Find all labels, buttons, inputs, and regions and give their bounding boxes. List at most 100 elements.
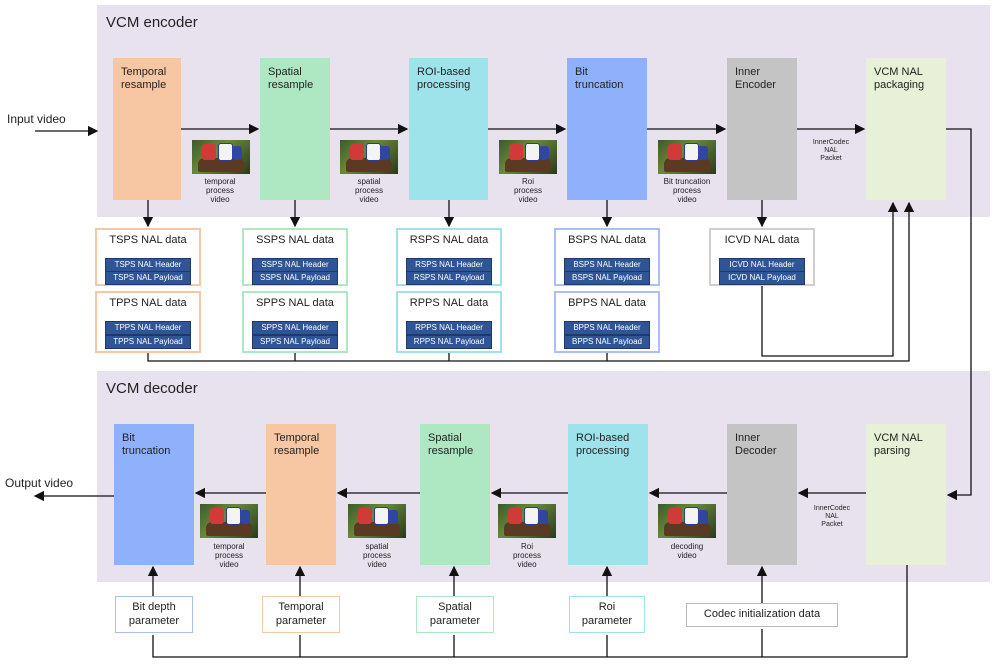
nal-data-title: TSPS NAL data bbox=[109, 234, 187, 246]
nal-payload-row: BSPS NAL Payload bbox=[564, 271, 650, 285]
enc-block-line2: resample bbox=[121, 79, 167, 91]
packet-line: NAL bbox=[824, 147, 838, 154]
caption-line: video bbox=[677, 195, 697, 204]
output-video-label: Output video bbox=[5, 476, 74, 490]
enc-caption-temporal: temporal process video bbox=[185, 177, 255, 204]
caption-line: process bbox=[362, 551, 391, 560]
caption-line: video bbox=[517, 560, 537, 569]
dec-caption-roi: Roi process video bbox=[492, 542, 562, 569]
enc-block-line1: Bit bbox=[575, 66, 588, 78]
horse-race-thumbnail-icon bbox=[499, 140, 557, 174]
nal-data-box-tpps: TPPS NAL data TPPS NAL Header TPPS NAL P… bbox=[95, 291, 201, 353]
param-line1: Codec initialization data bbox=[703, 608, 821, 620]
dec-block-line2: processing bbox=[576, 445, 630, 457]
param-line2: parameter bbox=[429, 615, 481, 627]
dec-block-line1: ROI-based bbox=[576, 432, 630, 444]
dec-spatial-resample-block: Spatial resample bbox=[420, 424, 490, 565]
packet-line: NAL bbox=[825, 513, 839, 520]
nal-payload-row: RPPS NAL Payload bbox=[406, 335, 492, 349]
nal-payload-row: SPPS NAL Payload bbox=[252, 335, 338, 349]
caption-line: video bbox=[359, 195, 379, 204]
dec-caption-temporal: temporal process video bbox=[194, 542, 264, 569]
caption-line: Roi bbox=[521, 177, 534, 186]
param-line1: Temporal bbox=[278, 601, 324, 613]
horse-race-thumbnail-icon bbox=[348, 504, 406, 538]
dec-block-line2: resample bbox=[274, 445, 320, 457]
enc-caption-bit: Bit truncation process video bbox=[652, 177, 722, 204]
param-line1: Bit depth bbox=[132, 601, 176, 613]
caption-line: process bbox=[205, 186, 234, 195]
caption-line: video bbox=[518, 195, 538, 204]
enc-block-line1: VCM NAL bbox=[874, 66, 923, 78]
nal-payload-row: BPPS NAL Payload bbox=[564, 335, 650, 349]
nal-data-box-tsps: TSPS NAL data TSPS NAL Header TSPS NAL P… bbox=[95, 228, 201, 286]
encoder-panel bbox=[97, 5, 990, 217]
caption-line: decoding bbox=[670, 542, 704, 551]
dec-block-line2: Decoder bbox=[735, 445, 777, 457]
param-line1: Spatial bbox=[438, 601, 472, 613]
horse-race-thumbnail-icon bbox=[192, 140, 250, 174]
nal-data-title: RPPS NAL data bbox=[409, 297, 489, 309]
dec-roi-processing-block: ROI-based processing bbox=[568, 424, 648, 565]
enc-caption-roi: Roi process video bbox=[493, 177, 563, 204]
param-box-spatial: Spatial parameter bbox=[416, 596, 494, 633]
enc-innercodec-packet-label: InnerCodec NAL Packet bbox=[803, 139, 859, 163]
caption-line: process bbox=[354, 186, 383, 195]
nal-data-title: SSPS NAL data bbox=[256, 234, 334, 246]
caption-line: process bbox=[214, 551, 243, 560]
dec-block-line1: Temporal bbox=[274, 432, 320, 444]
horse-race-thumbnail-icon bbox=[340, 140, 398, 174]
nal-payload-row: RSPS NAL Payload bbox=[406, 271, 492, 285]
nal-payload-row: SSPS NAL Payload bbox=[252, 271, 338, 285]
nal-header-row: SPPS NAL Header bbox=[252, 321, 338, 335]
param-box-roi: Roi parameter bbox=[569, 596, 645, 633]
nal-data-box-ssps: SSPS NAL data SSPS NAL Header SSPS NAL P… bbox=[242, 228, 348, 286]
enc-spatial-resample-block: Spatial resample bbox=[260, 58, 330, 200]
nal-header-row: BPPS NAL Header bbox=[564, 321, 650, 335]
horse-race-thumbnail-icon bbox=[658, 504, 716, 538]
nal-header-row: RPPS NAL Header bbox=[406, 321, 492, 335]
enc-caption-spatial: spatial process video bbox=[334, 177, 404, 204]
enc-inner-encoder-block: Inner Encoder bbox=[727, 58, 797, 200]
dec-inner-decoder-block: Inner Decoder bbox=[727, 424, 797, 565]
enc-block-line1: Inner bbox=[735, 66, 761, 78]
dec-bit-truncation-block: Bit truncation bbox=[114, 424, 194, 565]
enc-block-line1: ROI-based bbox=[417, 66, 471, 78]
caption-line: temporal bbox=[204, 177, 236, 186]
nal-data-box-bsps: BSPS NAL data BSPS NAL Header BSPS NAL P… bbox=[554, 228, 660, 286]
caption-line: process bbox=[512, 551, 541, 560]
caption-line: Roi bbox=[520, 542, 533, 551]
nal-payload-row: TSPS NAL Payload bbox=[105, 271, 191, 285]
enc-block-line2: truncation bbox=[575, 79, 624, 91]
dec-block-line1: VCM NAL bbox=[874, 432, 923, 444]
nal-data-title: BSPS NAL data bbox=[568, 234, 646, 246]
dec-vcm-nal-parsing-block: VCM NAL parsing bbox=[866, 424, 946, 565]
nal-data-title: BPPS NAL data bbox=[568, 297, 646, 309]
dec-block-line2: truncation bbox=[122, 445, 171, 457]
nal-data-title: RSPS NAL data bbox=[409, 234, 489, 246]
dec-temporal-resample-block: Temporal resample bbox=[266, 424, 336, 565]
param-line2: parameter bbox=[128, 615, 180, 627]
caption-line: video bbox=[219, 560, 239, 569]
dec-caption-spatial: spatial process video bbox=[342, 542, 412, 569]
nal-data-box-icvd: ICVD NAL data ICVD NAL Header ICVD NAL P… bbox=[709, 228, 815, 286]
enc-block-line1: Spatial bbox=[268, 66, 302, 78]
enc-block-line2: resample bbox=[268, 79, 314, 91]
enc-temporal-resample-block: Temporal resample bbox=[113, 58, 181, 200]
dec-caption-decoding: decoding video bbox=[652, 542, 722, 560]
param-line2: parameter bbox=[581, 615, 633, 627]
horse-race-thumbnail-icon bbox=[658, 140, 716, 174]
caption-line: Bit truncation bbox=[663, 177, 711, 186]
packet-line: Packet bbox=[821, 521, 843, 528]
enc-roi-processing-block: ROI-based processing bbox=[409, 58, 488, 200]
param-box-bit-depth: Bit depth parameter bbox=[115, 596, 193, 633]
caption-line: temporal bbox=[213, 542, 245, 551]
horse-race-thumbnail-icon bbox=[498, 504, 556, 538]
caption-line: process bbox=[672, 186, 701, 195]
caption-line: video bbox=[367, 560, 387, 569]
param-box-temporal: Temporal parameter bbox=[262, 596, 340, 633]
decoder-title: VCM decoder bbox=[106, 380, 198, 397]
nal-data-title: ICVD NAL data bbox=[724, 234, 800, 246]
packet-line: InnerCodec bbox=[812, 139, 850, 146]
